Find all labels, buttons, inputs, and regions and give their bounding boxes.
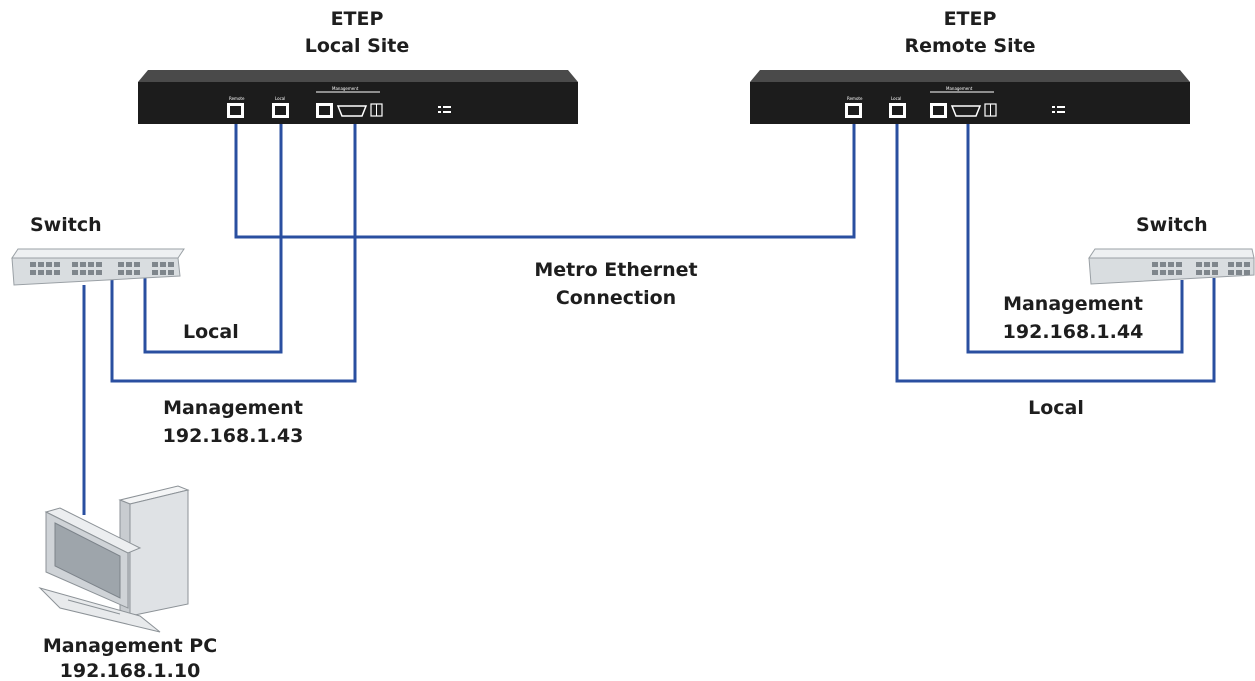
metro-ethernet-cable	[234, 118, 856, 239]
device-top-face	[750, 70, 1190, 82]
device-front-panel	[750, 82, 1190, 124]
cables	[82, 118, 1216, 515]
port-label-local: Local	[275, 96, 285, 101]
status-led	[438, 106, 441, 108]
local-site-title: Local Site	[305, 35, 410, 57]
right-local-label: Local	[1028, 397, 1084, 419]
port-label-local: Local	[891, 96, 901, 101]
metro-ethernet-label: Metro Ethernet	[534, 259, 697, 281]
management-pc-ip: 192.168.1.10	[60, 660, 201, 681]
left-switch	[11, 248, 185, 286]
left-local-cable	[143, 118, 283, 354]
device-front-panel	[138, 82, 578, 124]
device-top-face	[138, 70, 578, 82]
pc-keyboard	[38, 587, 161, 633]
local-etep-title: ETEP	[331, 8, 384, 30]
pc-tower-side	[129, 489, 189, 617]
left-management-ip: 192.168.1.43	[163, 425, 304, 447]
switch-ports	[1152, 262, 1250, 275]
left-local-label: Local	[183, 321, 239, 343]
left-management-label: Management	[163, 397, 303, 419]
etep-remote-device: Remote Local Management	[750, 70, 1190, 124]
switch-top-face	[11, 248, 185, 259]
right-switch	[1088, 248, 1255, 285]
serial-port	[336, 105, 368, 117]
right-local-cable	[895, 118, 1216, 383]
port-label-management: Management	[332, 86, 359, 91]
left-management-cable	[110, 118, 357, 383]
remote-site-title: Remote Site	[904, 35, 1035, 57]
power-led	[438, 111, 441, 113]
right-switch-label: Switch	[1136, 214, 1208, 236]
remote-etep-title: ETEP	[944, 8, 997, 30]
etep-local-device: Remote Local Management	[138, 70, 578, 124]
management-pc	[38, 485, 190, 633]
port-label-remote: Remote	[847, 96, 863, 101]
right-management-label: Management	[1003, 293, 1143, 315]
port-label-management: Management	[946, 86, 973, 91]
status-led	[1052, 106, 1055, 108]
metro-connection-label: Connection	[556, 287, 676, 309]
power-led	[1052, 111, 1055, 113]
left-switch-label: Switch	[30, 214, 102, 236]
right-management-ip: 192.168.1.44	[1003, 321, 1144, 343]
port-label-remote: Remote	[229, 96, 245, 101]
switch-top-face	[1088, 248, 1255, 259]
pc-monitor-screen	[54, 522, 121, 599]
serial-port	[950, 105, 982, 117]
switch-ports	[30, 262, 174, 275]
management-pc-label: Management PC	[43, 635, 217, 657]
labels: ETEP Local Site ETEP Remote Site Switch …	[30, 8, 1208, 681]
right-management-cable	[966, 118, 1184, 354]
